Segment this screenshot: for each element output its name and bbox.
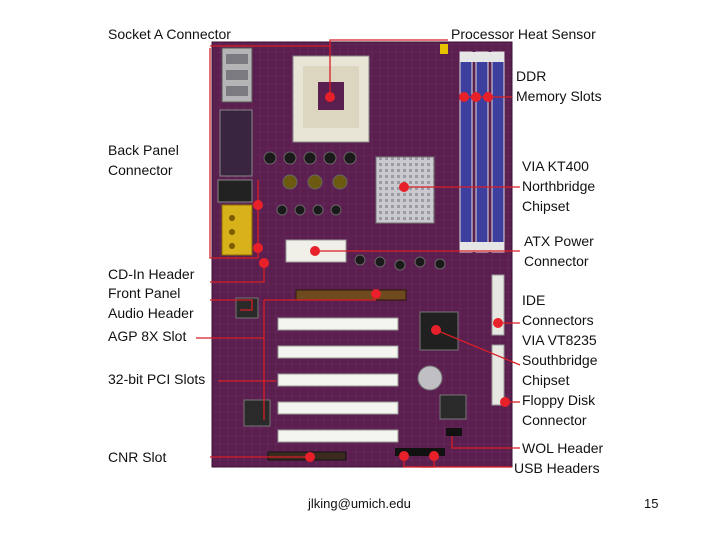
- cmos-battery: [417, 365, 443, 391]
- label-back-panel: Back Panel Connector: [108, 142, 179, 178]
- label-agp: AGP 8X Slot: [108, 328, 187, 344]
- label-southbridge: VIA VT8235 Southbridge Chipset: [522, 332, 598, 388]
- label-front-audio: Front Panel Audio Header: [108, 285, 194, 321]
- wol-header-part: [446, 428, 462, 436]
- heat-sensor-part: [440, 44, 448, 54]
- label-socket-a: Socket A Connector: [108, 26, 231, 42]
- bios-chip: [439, 394, 467, 420]
- label-usb: USB Headers: [514, 460, 600, 476]
- label-pci: 32-bit PCI Slots: [108, 371, 206, 387]
- io-chip: [243, 399, 271, 427]
- label-northbridge: VIA KT400 Northbridge Chipset: [522, 158, 596, 214]
- label-cnr: CNR Slot: [108, 449, 167, 465]
- southbridge-chip: [419, 311, 459, 351]
- agp-slot: [295, 289, 407, 301]
- capacitors: [263, 151, 446, 271]
- audio-chip: [235, 297, 259, 319]
- label-atx-power: ATX Power Connector: [524, 233, 594, 269]
- label-cd-in: CD-In Header: [108, 266, 195, 282]
- component-markers: [253, 92, 510, 462]
- label-wol: WOL Header: [522, 440, 604, 456]
- footer-email: jlking@umich.edu: [308, 496, 411, 511]
- label-ddr: DDR Memory Slots: [516, 68, 602, 104]
- back-panel-connector: [217, 47, 253, 256]
- leader-lines: [196, 39, 521, 468]
- label-floppy: Floppy Disk Connector: [522, 392, 596, 428]
- page-number: 15: [644, 496, 659, 511]
- ddr-memory-slots: [459, 51, 505, 253]
- usb-headers: [395, 448, 445, 456]
- label-ide: IDE Connectors: [522, 292, 594, 328]
- label-heat-sensor: Processor Heat Sensor: [451, 26, 596, 42]
- pci-slots: [277, 317, 399, 443]
